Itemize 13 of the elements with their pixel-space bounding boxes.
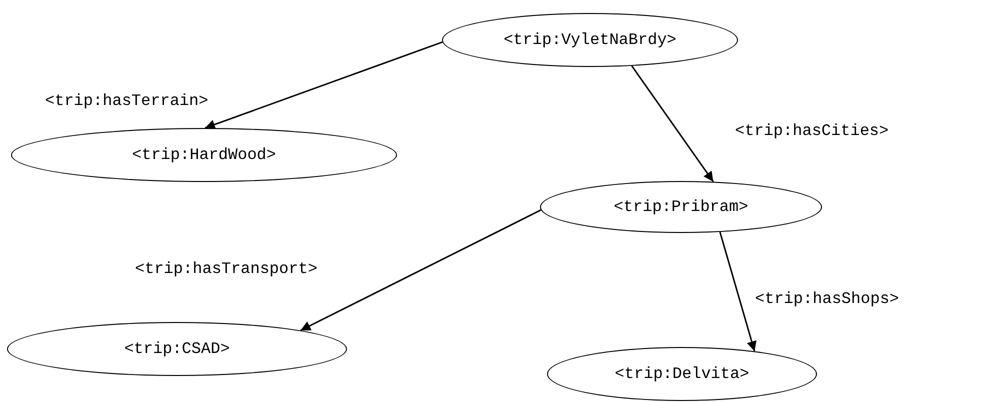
arrow [300,209,542,332]
edge-label: <trip:hasTerrain> [45,92,208,110]
edge-label: <trip:hasCities> [735,122,889,140]
arrow [719,232,757,352]
node-label: <trip:VyletNaBrdy> [504,31,676,49]
node-label: <trip:Delvita> [614,365,750,383]
node-label: <trip:HardWood> [132,146,276,164]
node-label: <trip:CSAD> [124,340,230,358]
edge-label: <trip:hasShops> [755,290,900,308]
edge-label: <trip:hasTransport> [135,260,318,278]
arrow [204,41,443,130]
node-label: <trip:Pribram> [614,198,748,216]
arrow [631,65,714,182]
